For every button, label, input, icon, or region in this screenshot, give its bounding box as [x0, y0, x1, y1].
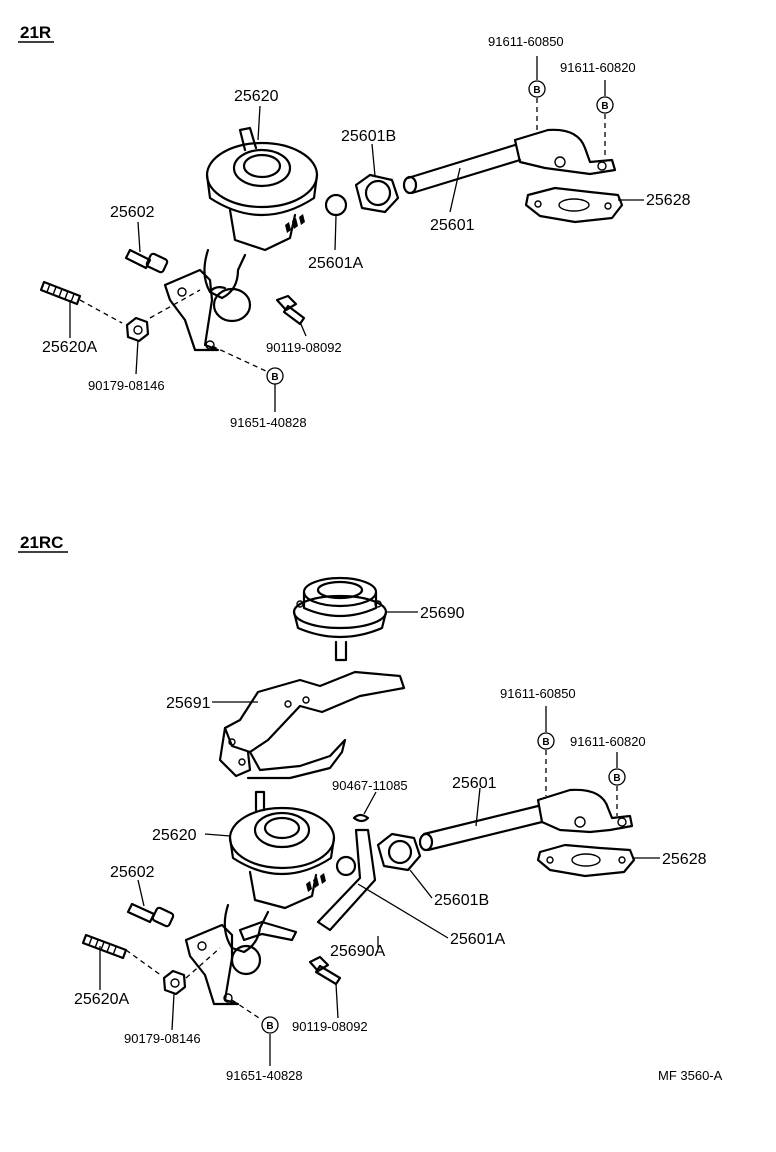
- part-label: 90119-08092: [292, 1019, 368, 1034]
- part-label: 25620: [152, 827, 197, 844]
- part-label: 25601A: [308, 255, 363, 272]
- b-mark: B: [537, 732, 555, 750]
- gasket-drawing: [524, 186, 624, 224]
- section-title-21rc: 21RC: [20, 533, 63, 552]
- part-label: 25602: [110, 204, 155, 221]
- modulator-drawing: [292, 576, 388, 662]
- part-label: 25601B: [341, 128, 396, 145]
- egr-valve-drawing: [184, 790, 336, 1006]
- gasket-drawing: [536, 843, 636, 878]
- clip-drawing: [352, 813, 370, 823]
- part-label: 25620: [234, 88, 279, 105]
- part-label: 90467-11085: [332, 778, 408, 793]
- sleeve-drawing: [335, 855, 357, 877]
- part-label: 91611-60850: [500, 686, 576, 701]
- egr-valve-drawing: [163, 126, 319, 352]
- part-label: 25601B: [434, 892, 489, 909]
- svg-text:B: B: [533, 85, 540, 96]
- nut-drawing: [162, 969, 187, 996]
- b-mark: B: [608, 768, 626, 786]
- part-label: 90179-08146: [88, 378, 165, 393]
- part-label: 91611-60850: [488, 34, 564, 49]
- bolt-drawing: [275, 294, 306, 326]
- diagram-ref-code: MF 3560-A: [658, 1068, 723, 1083]
- part-label: 25690A: [330, 943, 385, 960]
- union-nut-drawing: [376, 832, 422, 872]
- part-label: 91611-60820: [560, 60, 636, 75]
- part-label: 90179-08146: [124, 1031, 201, 1046]
- hose-drawing: [316, 828, 377, 932]
- part-label: 25690: [420, 605, 465, 622]
- svg-text:B: B: [601, 101, 608, 112]
- b-mark: B: [596, 96, 614, 114]
- part-label: 25620A: [74, 991, 129, 1008]
- nut-drawing: [125, 316, 150, 343]
- svg-text:B: B: [613, 773, 620, 784]
- union-nut-drawing: [354, 173, 400, 214]
- sleeve-drawing: [324, 193, 348, 217]
- part-label: 25601: [452, 775, 497, 792]
- pipe-drawing: [402, 128, 617, 195]
- section-21rc: 21RC: [18, 533, 707, 1083]
- bracket-drawing: [218, 670, 406, 780]
- part-label: 91651-40828: [226, 1068, 303, 1083]
- part-label: 25628: [662, 851, 707, 868]
- stud-drawing: [39, 280, 82, 306]
- part-label: 25601: [430, 217, 475, 234]
- part-label: 91651-40828: [230, 415, 307, 430]
- pipe-drawing: [418, 788, 634, 852]
- svg-text:B: B: [542, 737, 549, 748]
- b-mark: B: [266, 367, 284, 385]
- bolt-drawing: [308, 955, 342, 986]
- part-label: 91611-60820: [570, 734, 646, 749]
- part-label: 90119-08092: [266, 340, 342, 355]
- stud-drawing: [81, 933, 128, 960]
- union-bolt-drawing: [124, 248, 169, 274]
- b-mark: B: [261, 1016, 279, 1034]
- svg-text:B: B: [266, 1021, 273, 1032]
- part-label: 25691: [166, 695, 211, 712]
- part-label: 25620A: [42, 339, 97, 356]
- b-mark: B: [528, 80, 546, 98]
- section-title-21r: 21R: [20, 23, 51, 42]
- union-bolt-drawing: [126, 902, 175, 928]
- part-label: 25602: [110, 864, 155, 881]
- section-21r: 21R: [18, 23, 691, 430]
- part-label: 25601A: [450, 931, 505, 948]
- svg-text:B: B: [271, 372, 278, 383]
- part-label: 25628: [646, 192, 691, 209]
